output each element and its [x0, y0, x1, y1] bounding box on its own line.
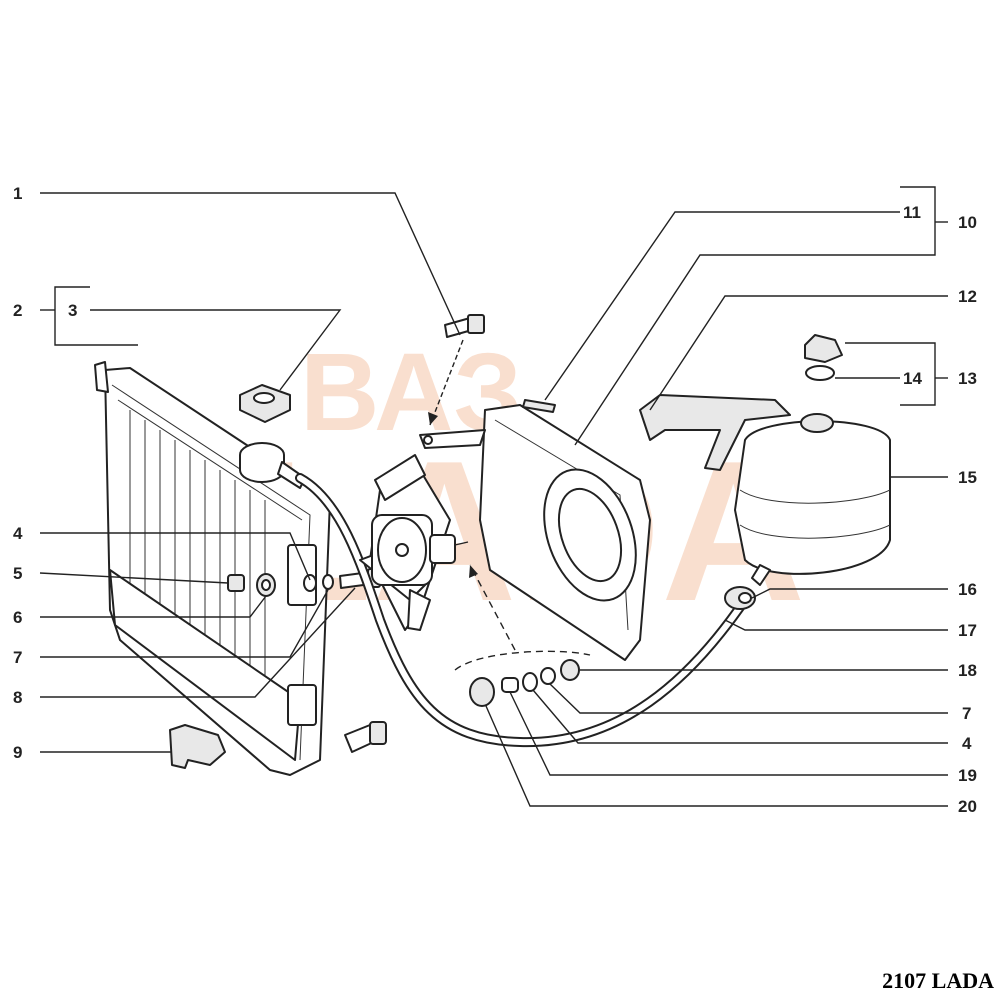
seal-part-14	[805, 365, 835, 381]
radiator-cap	[239, 384, 291, 423]
callout-6: 6	[13, 608, 22, 627]
temperature-switch	[344, 721, 387, 753]
callout-8: 8	[13, 688, 22, 707]
callout-9: 9	[13, 743, 22, 762]
diagram-caption: 2107 LADA	[882, 968, 994, 993]
bolt-part-1	[444, 314, 485, 338]
bushing-part-20	[469, 677, 495, 707]
washer-part-4b	[522, 672, 538, 692]
clip-part-11	[522, 399, 556, 413]
fan-motor	[359, 454, 469, 631]
callout-12: 12	[958, 287, 977, 306]
callout-16: 16	[958, 580, 977, 599]
bracket-part-9	[169, 724, 226, 769]
callout-17: 17	[958, 621, 977, 640]
callout-7-left: 7	[13, 648, 22, 667]
nut-part-18	[560, 659, 580, 681]
callout-11: 11	[903, 203, 921, 222]
nut-part-7b	[540, 667, 556, 685]
callout-2: 2	[13, 301, 22, 320]
plug-part-5	[227, 574, 245, 592]
callout-labels: 1 2 3 4 5 6 7 8 9 10 11 12 13 14 15 16 1…	[13, 184, 977, 816]
callout-3: 3	[68, 301, 77, 320]
callout-5: 5	[13, 564, 22, 583]
leader-lines	[39, 186, 948, 807]
strap-part-12	[639, 394, 791, 471]
grommet-part-6	[256, 573, 276, 597]
spacer-part-19	[501, 677, 519, 693]
expansion-tank	[734, 413, 891, 586]
callout-18: 18	[958, 661, 977, 680]
callout-14: 14	[903, 369, 922, 388]
callout-4-left: 4	[13, 524, 23, 543]
callout-15: 15	[958, 468, 977, 487]
callout-4-right: 4	[962, 734, 972, 753]
callout-13: 13	[958, 369, 977, 388]
callout-20: 20	[958, 797, 977, 816]
fan-shroud	[419, 404, 651, 661]
callout-19: 19	[958, 766, 977, 785]
clamp-part-16	[724, 586, 756, 610]
tank-cap-part-13	[804, 334, 843, 363]
callout-1: 1	[13, 184, 22, 203]
washer-part-4	[303, 574, 317, 592]
nut-part-7	[322, 574, 334, 590]
callout-7-right: 7	[962, 704, 971, 723]
mounting-hardware-group	[469, 659, 580, 707]
callout-10: 10	[958, 213, 977, 232]
